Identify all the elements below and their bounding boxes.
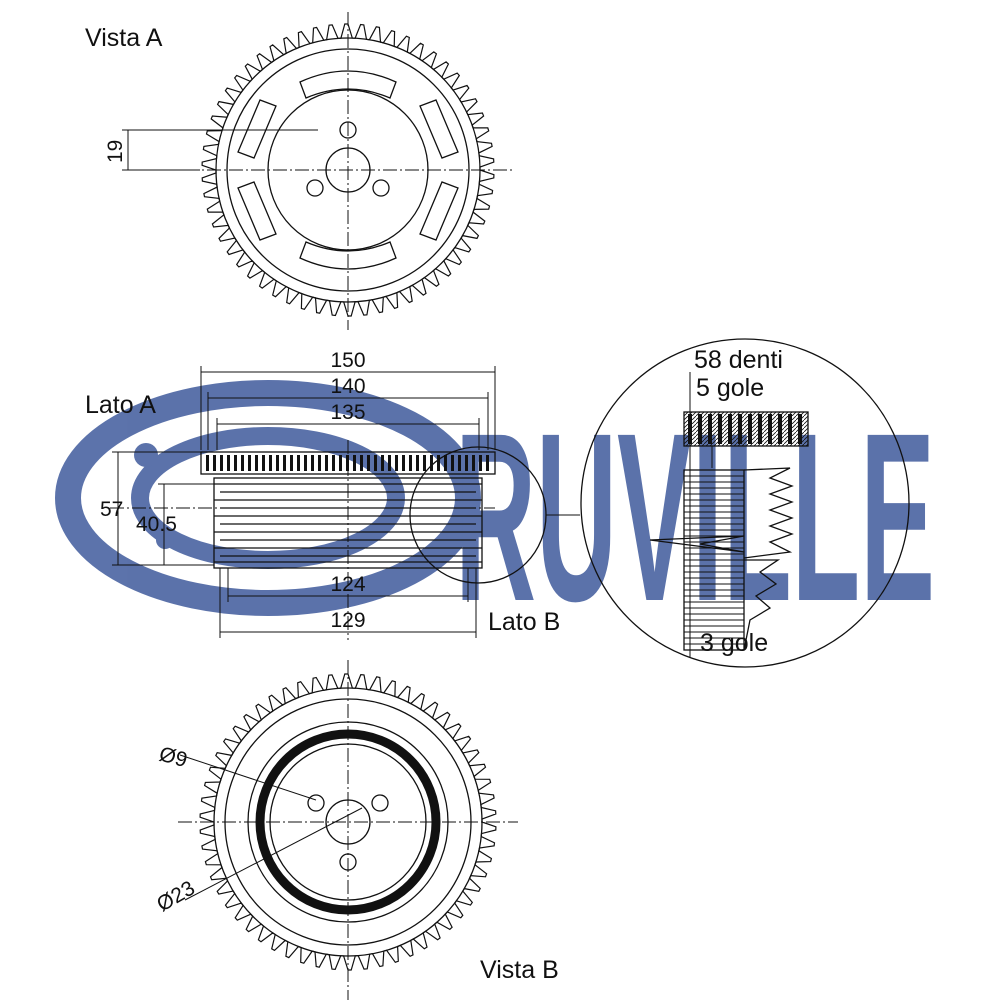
dim-19: 19: [104, 140, 127, 163]
dim-bore-diameter: Ø23: [153, 877, 199, 917]
lato-b-label: Lato B: [488, 608, 560, 636]
ruville-watermark: RUVILLE: [55, 380, 935, 651]
dim-57: 57: [100, 498, 123, 521]
dim-40-5: 40.5: [136, 513, 177, 536]
view-a-label: Vista A: [85, 24, 163, 52]
lato-a-label: Lato A: [85, 391, 156, 419]
dim-124: 124: [330, 573, 365, 596]
view-a-slots: [237, 70, 459, 270]
view-a-drawing: [122, 12, 515, 330]
detail-teeth-label: 58 denti: [694, 346, 783, 374]
view-b-label: Vista B: [480, 956, 559, 984]
dim-129: 129: [330, 609, 365, 632]
groove-detail-view: [580, 338, 910, 668]
side-gear-teeth: [206, 455, 489, 471]
view-b-drawing: [178, 660, 518, 1000]
dim-hole-diameter: Ø9: [157, 743, 190, 772]
detail-grooves-bottom-label: 3 gole: [700, 629, 768, 657]
dim-135: 135: [330, 401, 365, 424]
side-pulley-grooves: [214, 483, 482, 563]
dim-140: 140: [330, 375, 365, 398]
ruville-emblem-icon: [55, 380, 481, 616]
detail-gear-teeth: [688, 414, 802, 444]
detail-grooves-top-label: 5 gole: [696, 374, 764, 402]
dim-150: 150: [330, 349, 365, 372]
side-view-drawing: [110, 366, 580, 640]
